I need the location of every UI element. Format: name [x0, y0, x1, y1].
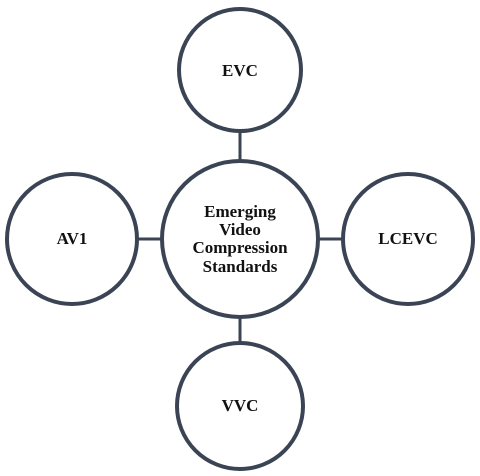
node-vvc-circle — [175, 341, 305, 471]
center-label-line-1: Emerging — [204, 202, 276, 221]
node-av1: AV1 — [5, 172, 139, 306]
node-av1-label: AV1 — [57, 229, 88, 248]
node-lcevc: LCEVC — [341, 172, 475, 306]
node-vvc-label: VVC — [222, 396, 259, 415]
node-evc-circle — [177, 7, 303, 133]
center-label-line-3: Compression — [192, 238, 288, 257]
node-center: Emerging Video Compression Standards — [160, 159, 320, 319]
node-lcevc-label: LCEVC — [378, 229, 438, 248]
node-av1-circle — [5, 172, 139, 306]
node-evc: EVC — [177, 7, 303, 133]
node-vvc: VVC — [175, 341, 305, 471]
center-label-line-4: Standards — [203, 257, 278, 276]
node-center-circle — [160, 159, 320, 319]
node-lcevc-circle — [341, 172, 475, 306]
node-evc-label: EVC — [222, 61, 258, 80]
center-label-line-2: Video — [219, 220, 261, 239]
